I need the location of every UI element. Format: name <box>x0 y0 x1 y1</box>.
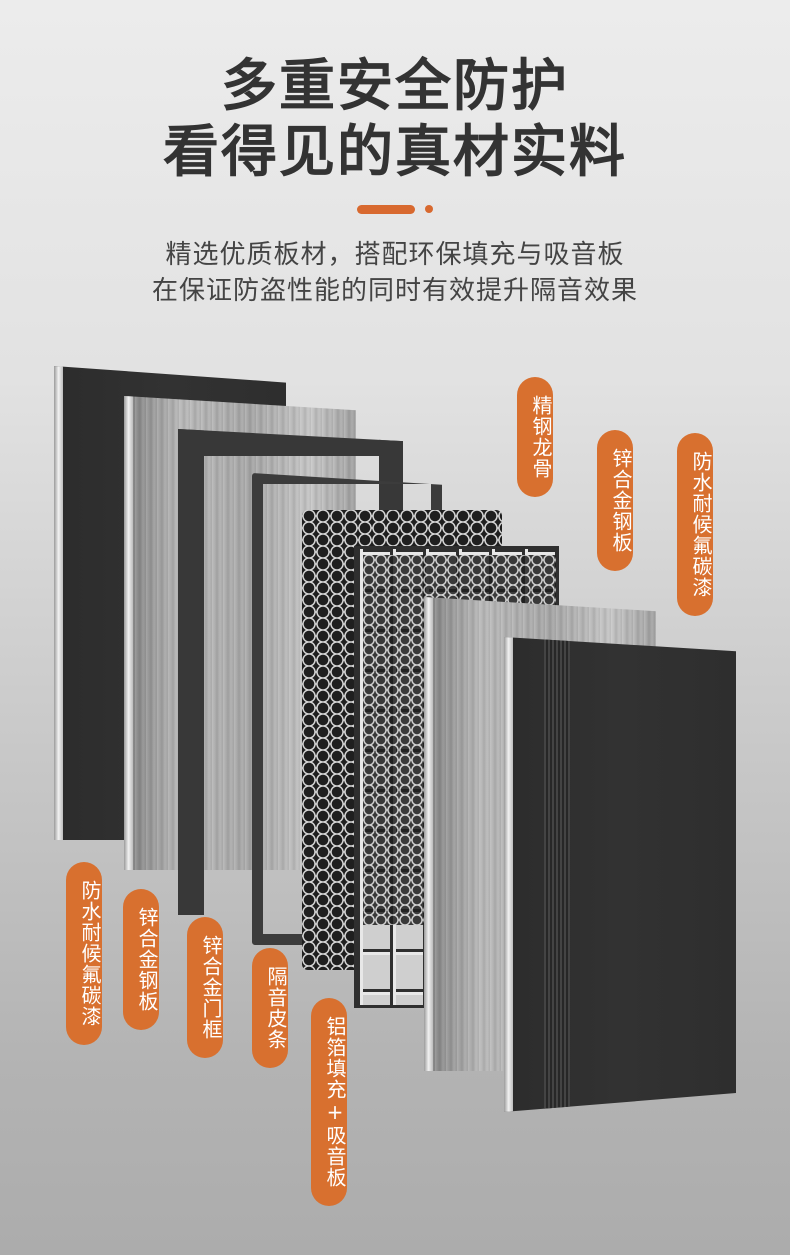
divider-dot <box>425 205 433 213</box>
label-zinc-alloy-steel-plate-outer: 锌合金钢板 <box>123 889 159 1030</box>
label-soundproof-seal-strip: 隔音皮条 <box>252 948 288 1068</box>
inner-panel-edge <box>504 637 513 1112</box>
label-aluminum-foil-fill: 铝箔填充+吸音板 <box>311 998 347 1206</box>
label-steel-keel: 精钢龙骨 <box>517 377 553 497</box>
label-fluorocarbon-paint-outer: 防水耐候氟碳漆 <box>66 862 102 1045</box>
headline-line-1: 多重安全防护 <box>221 54 569 119</box>
label-fluorocarbon-paint-inner: 防水耐候氟碳漆 <box>677 433 713 616</box>
plate-edge <box>124 396 133 870</box>
subtitle-line-1: 精选优质板材，搭配环保填充与吸音板 <box>165 240 625 270</box>
subtitle-line-2: 在保证防盗性能的同时有效提升隔音效果 <box>151 276 638 306</box>
label-zinc-alloy-door-frame: 锌合金门框 <box>187 917 223 1058</box>
inner-plate-edge <box>424 597 433 1071</box>
panel-groove-lines <box>544 637 570 1112</box>
panel-edge <box>54 366 63 840</box>
divider-bar <box>357 205 415 214</box>
headline-line-2: 看得见的真材实料 <box>163 120 627 185</box>
inner-coating-panel <box>504 637 736 1112</box>
label-zinc-alloy-steel-plate-inner: 锌合金钢板 <box>597 430 633 571</box>
